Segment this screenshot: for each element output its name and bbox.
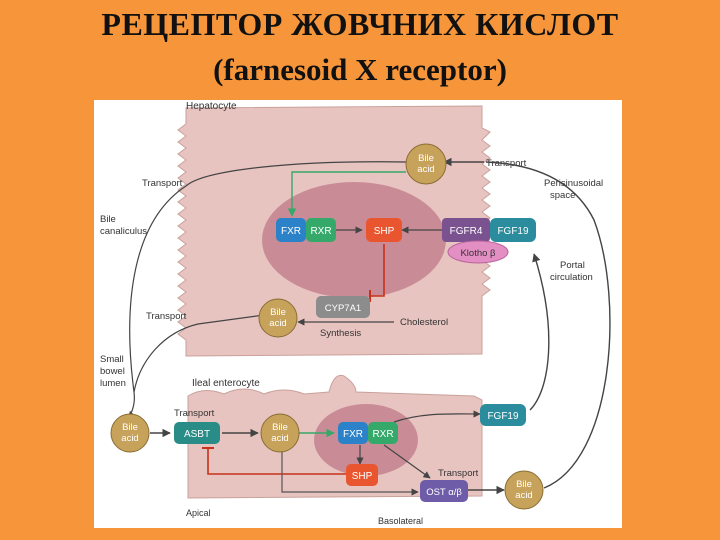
svg-text:RXR: RXR: [310, 226, 331, 237]
bile-acid-portal-return-line: [485, 161, 611, 489]
bile-acid-portal: Bile acid: [504, 470, 544, 510]
asbt-box: ASBT: [174, 422, 220, 444]
klotho-beta-oval: Klotho β: [447, 240, 509, 264]
bile-acid-activates-fxr-arrow: [287, 171, 406, 217]
transport-label-synthesis: Transport: [146, 311, 187, 322]
bile-acid-top: Bile acid: [405, 143, 447, 185]
svg-text:Bile: Bile: [122, 422, 138, 433]
perisinusoidal-space-label: Perisinusoidal space: [544, 178, 606, 201]
shp-inhibits-cyp7a1-line: [370, 244, 385, 297]
svg-text:ASBT: ASBT: [184, 429, 210, 440]
bile-canaliculus-label: Bile canaliculus: [100, 214, 147, 237]
svg-text:Bile: Bile: [418, 153, 434, 164]
shp-box-enterocyte: SHP: [346, 464, 378, 486]
svg-text:OST α/β: OST α/β: [426, 487, 462, 498]
svg-text:acid: acid: [269, 318, 286, 329]
svg-text:Bile: Bile: [270, 307, 286, 318]
pathway-diagram: Hepatocyte Ileal enterocyte Apical Basol…: [100, 101, 611, 526]
fxr-pathway-figure: Hepatocyte Ileal enterocyte Apical Basol…: [94, 100, 622, 528]
ost-alpha-beta-box: OST α/β: [420, 480, 468, 502]
svg-text:Bile: Bile: [272, 422, 288, 433]
small-bowel-lumen-label: Small bowel lumen: [100, 354, 127, 389]
fxr-box-enterocyte: FXR: [338, 422, 368, 444]
slide-subtitle: (farnesoid X receptor): [213, 52, 507, 87]
canalicular-transport-line: [185, 161, 407, 187]
slide-title: РЕЦЕПТОР ЖОВЧНИХ КИСЛОТ: [101, 6, 619, 42]
svg-text:FGF19: FGF19: [487, 411, 519, 422]
svg-text:acid: acid: [515, 490, 532, 501]
fgfr4-box: FGFR4: [442, 218, 490, 242]
svg-text:acid: acid: [271, 433, 288, 444]
fxr-box-hepatocyte: FXR: [276, 218, 306, 242]
bile-acid-to-ost-line: [281, 445, 419, 496]
transport-label-asbt: Transport: [174, 408, 215, 419]
cyp7a1-box: CYP7A1: [316, 296, 370, 318]
bile-canaliculus-line: [129, 185, 187, 393]
fgf19-box-hepatocyte: FGF19: [490, 218, 536, 242]
fgf19-box-portal: FGF19: [480, 404, 526, 426]
rxr-box-enterocyte: RXR: [368, 422, 398, 444]
svg-text:FGFR4: FGFR4: [450, 226, 483, 237]
svg-text:Bile: Bile: [516, 479, 532, 490]
svg-text:acid: acid: [121, 433, 138, 444]
svg-text:SHP: SHP: [352, 471, 373, 482]
synthesis-label: Synthesis: [320, 328, 361, 339]
svg-text:FXR: FXR: [343, 429, 363, 440]
svg-text:RXR: RXR: [372, 429, 393, 440]
svg-text:FXR: FXR: [281, 226, 301, 237]
svg-text:Klotho β: Klotho β: [460, 248, 496, 259]
fxr-to-fgf19-arrow: [393, 410, 481, 423]
portal-circulation-label: Portal circulation: [550, 260, 593, 283]
bile-acid-synthesized: Bile acid: [258, 298, 298, 338]
rxr-box-hepatocyte: RXR: [306, 218, 336, 242]
svg-text:FGF19: FGF19: [497, 226, 529, 237]
enterocyte-label: Ileal enterocyte: [192, 378, 260, 389]
cholesterol-label: Cholesterol: [400, 317, 448, 328]
hepatocyte-nucleus: [262, 182, 446, 298]
bile-acid-lumen: Bile acid: [110, 413, 150, 453]
fgf19-portal-arrow: [529, 253, 550, 411]
fxr-to-ost-arrow: [383, 444, 431, 479]
transport-label-left: Transport: [142, 178, 183, 189]
apical-label: Apical: [186, 508, 211, 518]
shp-box-hepatocyte: SHP: [366, 218, 402, 242]
basolateral-label: Basolateral: [378, 516, 423, 526]
svg-text:SHP: SHP: [374, 226, 395, 237]
bile-acid-enterocyte: Bile acid: [260, 413, 300, 453]
svg-text:CYP7A1: CYP7A1: [325, 303, 361, 314]
synthesis-transport-line: [133, 314, 265, 393]
shp-inhibits-asbt-line: [207, 448, 346, 475]
svg-text:acid: acid: [417, 164, 434, 175]
hepatocyte-label: Hepatocyte: [186, 101, 237, 112]
transport-label-ost: Transport: [438, 468, 479, 479]
